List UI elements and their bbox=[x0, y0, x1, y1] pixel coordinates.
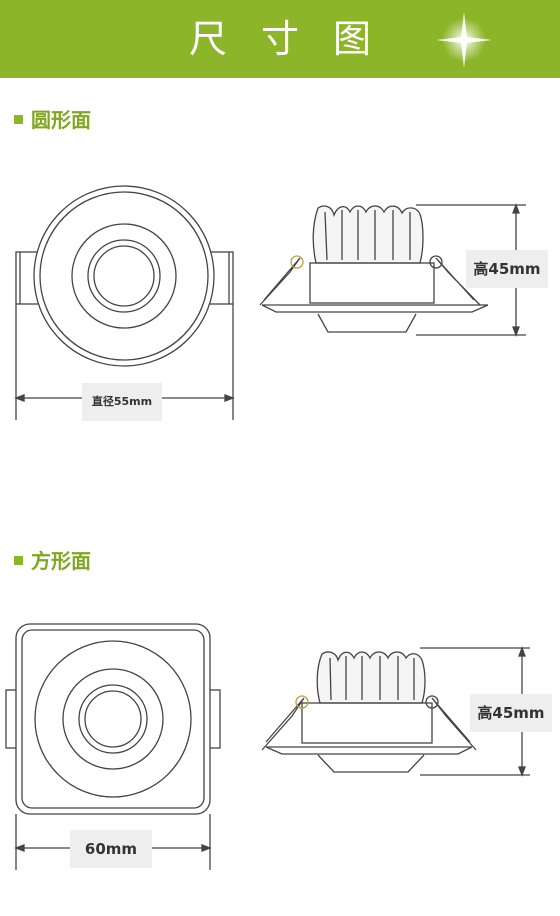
round-width-label: 直径55mm bbox=[82, 383, 162, 421]
round-top-view bbox=[15, 185, 234, 367]
header-banner: 尺寸图 bbox=[0, 0, 560, 78]
sparkle-icon bbox=[436, 12, 492, 68]
square-height-label: 高45mm bbox=[470, 694, 552, 732]
bullet-icon bbox=[14, 556, 23, 565]
square-width-label: 60mm bbox=[70, 830, 152, 868]
square-top-view bbox=[5, 623, 221, 815]
section-title-round: 圆形面 bbox=[14, 104, 91, 133]
square-side-view bbox=[261, 651, 477, 773]
page-title: 尺寸图 bbox=[188, 17, 405, 61]
section-title-square: 方形面 bbox=[14, 545, 91, 574]
round-side-view bbox=[259, 205, 489, 333]
bullet-icon bbox=[14, 115, 23, 124]
round-height-label: 高45mm bbox=[466, 250, 548, 288]
